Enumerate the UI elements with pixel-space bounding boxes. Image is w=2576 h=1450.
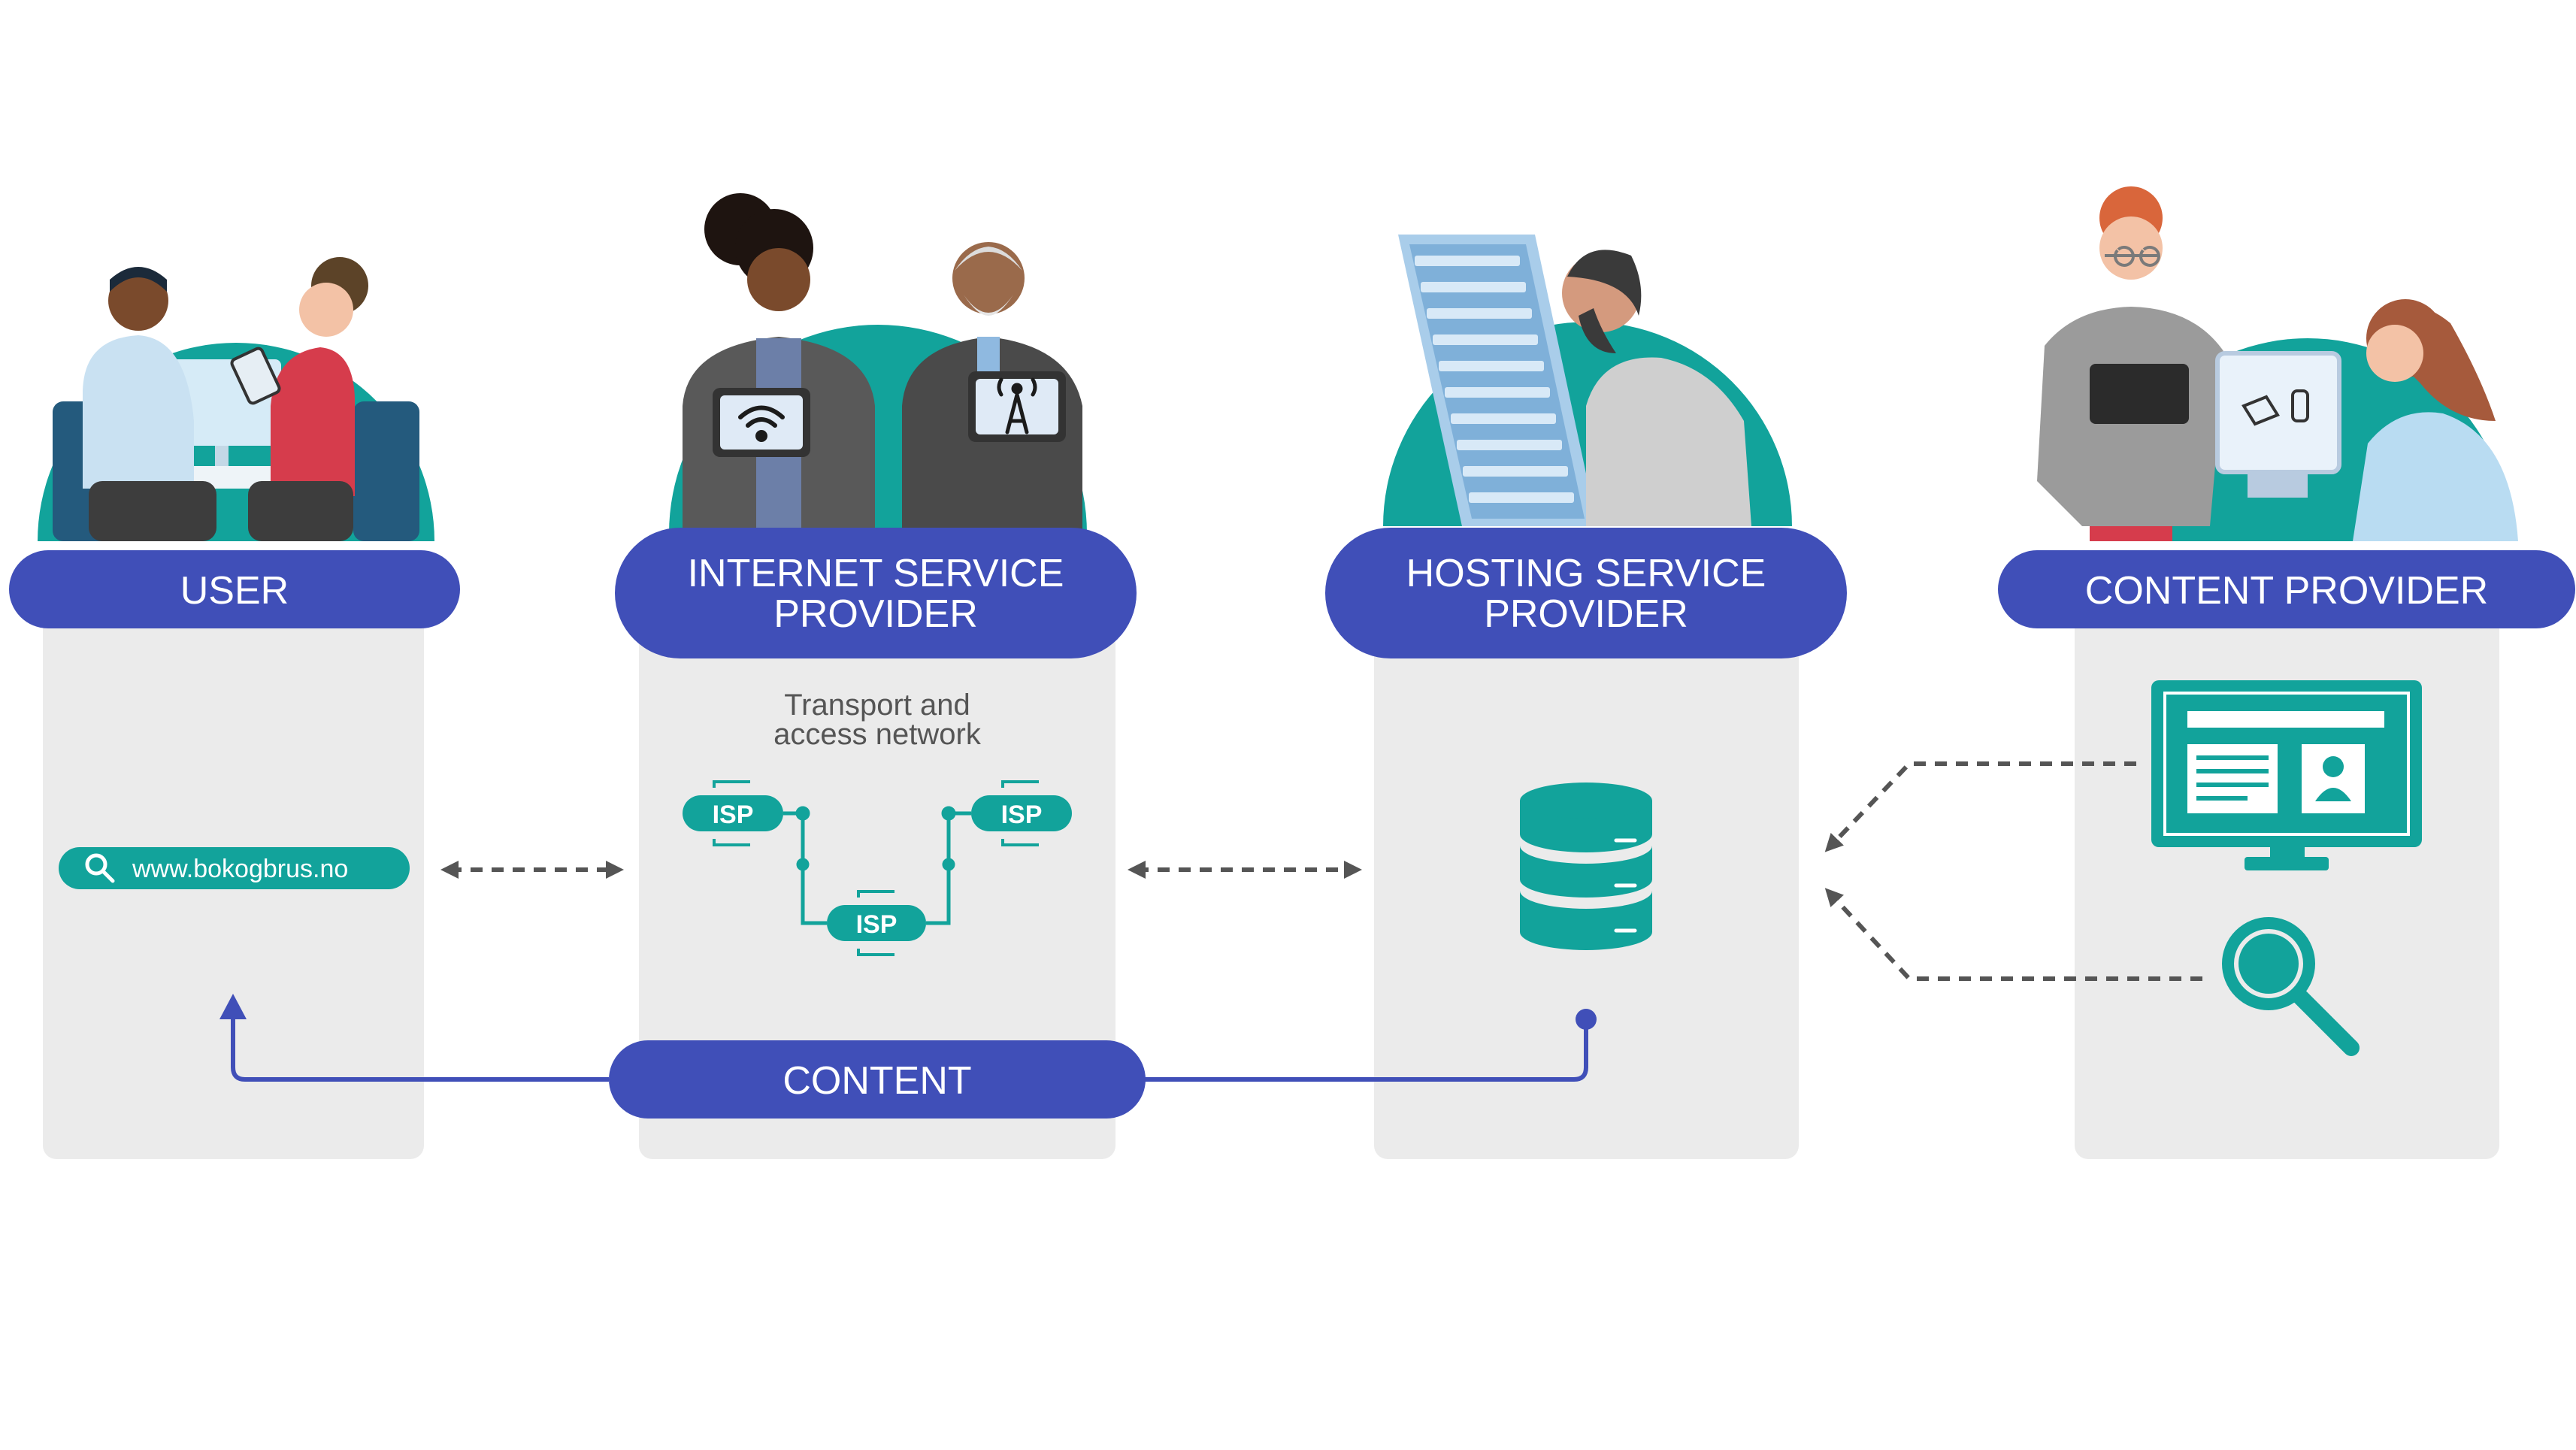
search-icon — [85, 853, 115, 883]
content-provider-header — [1998, 550, 2575, 628]
isp-subtitle-line1: Transport and — [784, 689, 970, 722]
content-source-dot — [1576, 1009, 1597, 1030]
isp-panel — [639, 594, 1115, 1159]
content-arrowhead — [219, 994, 247, 1019]
wifi-icon — [738, 405, 785, 442]
content-label: CONTENT — [782, 1059, 971, 1103]
hosting-illustration — [1383, 235, 1792, 526]
arrow-upload-to-hosting — [1824, 761, 2136, 852]
isp-node-right-label: ISP — [1001, 801, 1043, 829]
content-provider-panel — [2075, 594, 2499, 1159]
isp-header — [615, 528, 1137, 658]
content-provider-title: CONTENT PROVIDER — [2085, 569, 2488, 613]
isp-illustration — [669, 193, 1087, 534]
database-icon — [1520, 783, 1652, 950]
isp-node-center: ISP — [827, 890, 926, 956]
isp-network-links — [783, 806, 971, 925]
isp-node-left-label: ISP — [713, 801, 754, 829]
server-rack-icon — [1398, 235, 1597, 526]
url-bar[interactable] — [59, 847, 410, 889]
isp-node-center-label: ISP — [856, 910, 898, 939]
isp-node-left: ISP — [683, 780, 783, 846]
user-illustration — [38, 257, 434, 541]
content-flow-line — [231, 1016, 1588, 1082]
monitor-icon — [2151, 680, 2422, 870]
isp-subtitle-line2: access network — [773, 718, 982, 751]
isp-title-line1: INTERNET SERVICE — [688, 552, 1064, 595]
hosting-header — [1325, 528, 1847, 658]
tablet-icon-3 — [2090, 364, 2189, 424]
antenna-icon — [997, 377, 1037, 434]
user-title: USER — [180, 569, 289, 613]
content-provider-illustration — [2037, 186, 2518, 541]
isp-title-line2: PROVIDER — [773, 592, 978, 636]
hosting-title-line1: HOSTING SERVICE — [1406, 552, 1766, 595]
magnifier-icon — [2222, 917, 2360, 1056]
url-text: www.bokogbrus.no — [132, 855, 348, 883]
content-pill — [609, 1040, 1146, 1119]
user-header — [9, 550, 460, 628]
arrow-search-from-hosting — [1824, 888, 2202, 981]
hosting-title-line2: PROVIDER — [1484, 592, 1688, 636]
isp-node-right: ISP — [971, 780, 1072, 846]
